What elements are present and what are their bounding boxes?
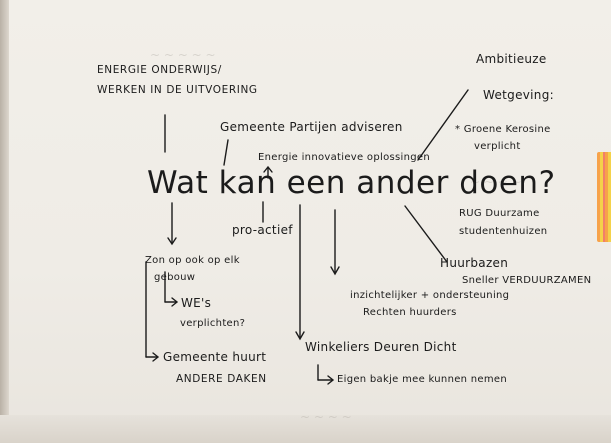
label-gebouw: gebouw xyxy=(154,272,196,283)
label-andere-daken: ANDERE DAKEN xyxy=(176,373,267,385)
label-verplicht: verplicht xyxy=(474,141,521,152)
label-groene-kerosine: * Groene Kerosine xyxy=(455,124,551,135)
label-gemeente-partijen: Gemeente Partijen adviseren xyxy=(220,120,403,134)
label-huurbazen: Huurbazen xyxy=(440,256,509,270)
label-energie-onderwijs: ENERGIE ONDERWIJS/ xyxy=(97,64,222,76)
label-sneller-verduurzamen: Sneller VERDUURZAMEN xyxy=(462,275,592,286)
label-ambitieuze: Ambitieuze xyxy=(476,52,547,66)
label-eigen-bakje: Eigen bakje mee kunnen nemen xyxy=(337,374,508,385)
label-wetgeving: Wetgeving: xyxy=(483,88,554,102)
label-verplichten: verplichten? xyxy=(180,318,246,329)
label-energie-innovatie: Energie innovatieve oplossingen xyxy=(258,152,430,163)
label-winkeliers: Winkeliers Deuren Dicht xyxy=(305,340,457,354)
label-gemeente-huurt: Gemeente huurt xyxy=(163,350,267,364)
label-inzichtelijker: inzichtelijker + ondersteuning xyxy=(350,290,510,301)
label-studentenhuizen: studentenhuizen xyxy=(459,226,548,237)
label-wes: WE's xyxy=(181,296,212,310)
label-rug-duurzame: RUG Duurzame xyxy=(459,208,540,219)
paper-edge-bottom xyxy=(0,415,611,443)
label-rechten-huurders: Rechten huurders xyxy=(363,307,457,318)
show-through-writing: ~ ~ ~ ~ xyxy=(470,175,522,189)
label-werken-uitvoering: WERKEN IN DE UITVOERING xyxy=(97,84,258,96)
paper-edge-left xyxy=(0,0,9,443)
central-question: Wat kan een ander doen? xyxy=(147,165,556,201)
sticky-notes-stack xyxy=(597,152,611,242)
show-through-writing: ~ ~ ~ ~ xyxy=(300,410,352,424)
show-through-writing: ~ ~ ~ ~ ~ xyxy=(150,48,216,62)
label-zon-op-ook: Zon op ook op elk xyxy=(145,255,240,266)
label-pro-actief: pro-actief xyxy=(232,223,293,237)
